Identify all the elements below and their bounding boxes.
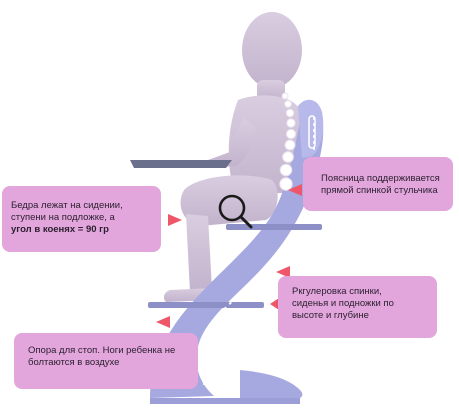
callout-adjust-line3: высоте и глубине bbox=[292, 310, 369, 321]
callout-thighs-line3: угол в коенях = 90 гр bbox=[11, 224, 109, 235]
callout-foot-line2: болтаются в воздухе bbox=[28, 357, 120, 368]
callout-thighs-line1: Бедра лежат на сидении, bbox=[11, 200, 123, 211]
arrow-thighs bbox=[168, 214, 182, 226]
arrow-foot bbox=[156, 316, 170, 328]
callout-lumbar-line2: прямой спинкой стульчика bbox=[321, 185, 438, 196]
magnifier-icon[interactable] bbox=[218, 194, 253, 229]
callout-lumbar: Поясница поддерживается прямой спинкой с… bbox=[303, 157, 453, 211]
arrow-back-adjust bbox=[276, 266, 290, 278]
callout-lumbar-line1: Поясница поддерживается bbox=[321, 173, 440, 184]
spine bbox=[279, 92, 297, 191]
chair bbox=[148, 99, 324, 404]
callout-thighs-line2: ступени на подложке, а bbox=[11, 212, 115, 223]
arrow-lumbar bbox=[288, 184, 302, 196]
child-silhouette bbox=[163, 12, 303, 302]
callout-foot-line1: Опора для стоп. Ноги ребенка не bbox=[28, 345, 176, 356]
callout-adjust-line1: Ркгулеровка спинки, bbox=[292, 286, 382, 297]
desk bbox=[130, 160, 232, 168]
callout-foot: Опора для стоп. Ноги ребенка не болтаютс… bbox=[14, 333, 198, 389]
callout-adjust-line2: сиденья и подножки по bbox=[292, 298, 394, 309]
callout-adjust: Ркгулеровка спинки, сиденья и подножки п… bbox=[278, 276, 437, 338]
callout-thighs: Бедра лежат на сидении, ступени на подло… bbox=[2, 186, 161, 252]
